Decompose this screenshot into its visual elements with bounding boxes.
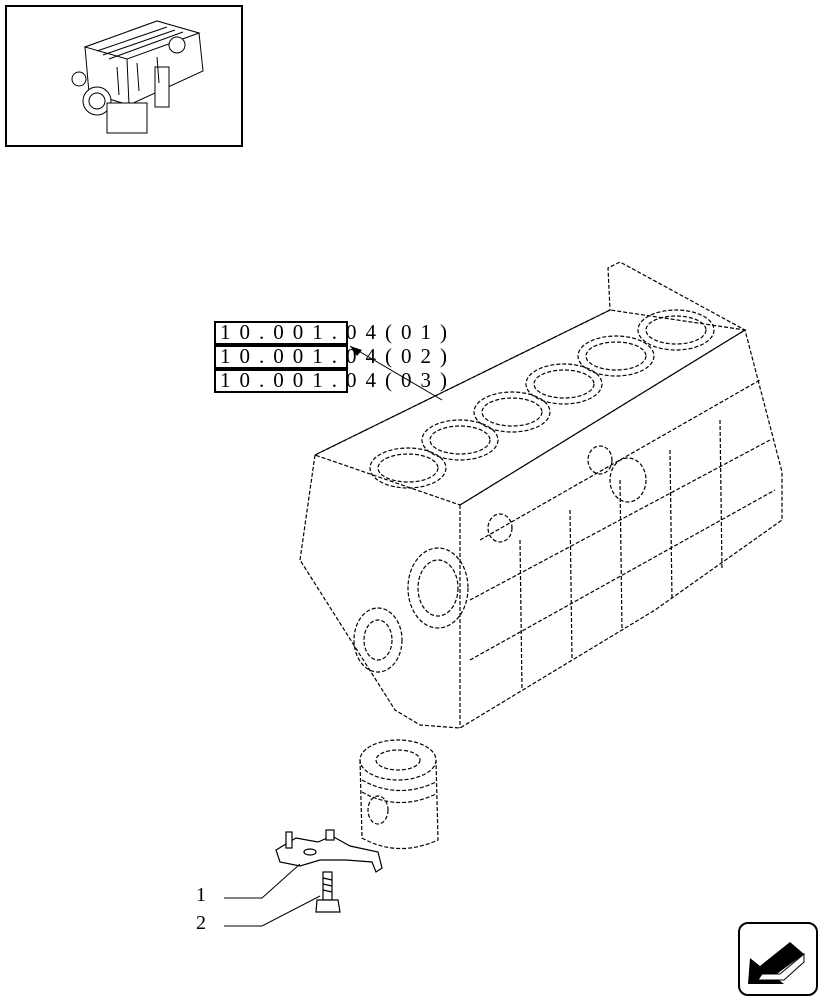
reference-box-1 <box>214 321 348 345</box>
back-navigation-button[interactable] <box>738 922 818 996</box>
reference-2-code: 10.001 <box>220 344 332 368</box>
engine-block-drawing <box>299 261 783 729</box>
oil-jet-part <box>275 829 383 873</box>
reference-link-2[interactable]: 10.001.04(02) <box>220 344 456 368</box>
reference-1-code: 10.001 <box>220 320 332 344</box>
engine-thumbnail <box>5 5 243 147</box>
screw-part <box>315 871 341 913</box>
piston-drawing <box>359 739 439 850</box>
reference-arrowhead <box>350 346 362 356</box>
reference-link-3[interactable]: 10.001.04(03) <box>220 368 456 392</box>
reference-3-code: 10.001 <box>220 368 332 392</box>
reference-1-suffix: .04(01) <box>331 320 456 344</box>
reference-3-suffix: .04(03) <box>331 368 456 392</box>
reference-link-1[interactable]: 10.001.04(01) <box>220 320 456 344</box>
engine-icon <box>71 20 204 134</box>
callout-2: 2 <box>196 912 206 934</box>
reference-box-2 <box>214 345 348 369</box>
callout-leaders <box>224 863 321 927</box>
reference-box-3 <box>214 369 348 393</box>
callout-1: 1 <box>196 884 206 906</box>
reference-leader <box>349 345 443 401</box>
reference-2-suffix: .04(02) <box>331 344 456 368</box>
arrow-back-icon <box>748 942 805 984</box>
